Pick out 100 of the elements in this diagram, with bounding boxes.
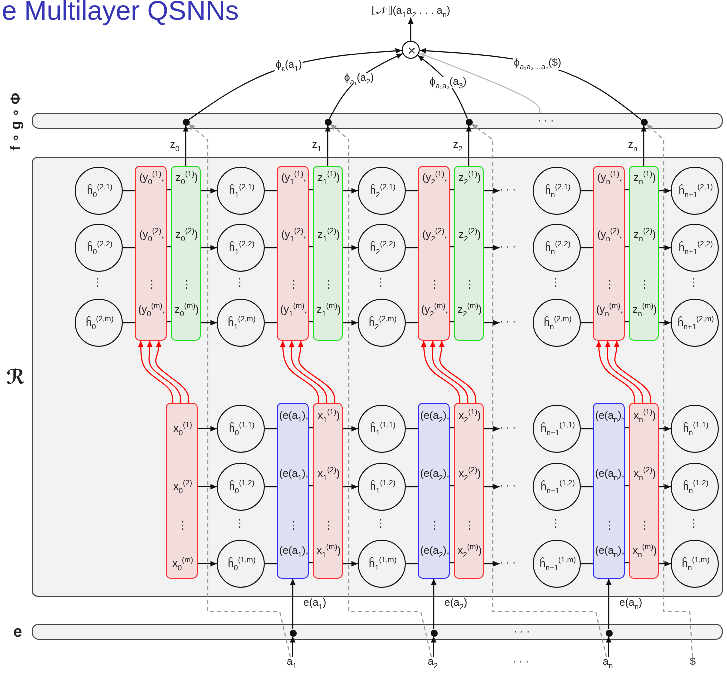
vector-entry: (y$_{n}$$^{(2)}$, (597, 230, 623, 242)
line (450, 189, 454, 191)
vector-entry: (e(a$_{2}$), (420, 469, 450, 481)
line (450, 427, 454, 429)
state-circle (533, 405, 581, 453)
line (625, 485, 629, 487)
arrow (419, 52, 541, 113)
output-label: ⟦𝒩⟧(a$_{1}$a$_{2}$ . . . a$_{n}$) (372, 6, 450, 18)
state-circle (75, 167, 123, 215)
ellipsis: · · · (538, 116, 554, 128)
arrow (614, 341, 652, 403)
dashed-arrow (471, 124, 608, 658)
state-circle (217, 167, 265, 215)
junction-dot (640, 118, 648, 126)
line (406, 322, 418, 324)
arrow (343, 320, 358, 326)
vertical-ellipsis: ⋮ (324, 521, 334, 533)
state-circle (671, 463, 719, 511)
vector-column (313, 166, 343, 341)
vertical-ellipsis: ⋮ (178, 521, 188, 533)
arrow (201, 188, 217, 194)
ellipsis: · · · (500, 481, 516, 493)
ellipsis: ⋮ (234, 519, 246, 531)
line (581, 428, 593, 430)
junction-dot (324, 118, 332, 126)
vector-column (593, 166, 625, 341)
edge-label: z$_{2}$ (452, 140, 464, 152)
edge-label: z$_{0}$ (169, 140, 181, 152)
title: e Multilayer QSNNs (2, 0, 240, 27)
junction-dot (182, 118, 190, 126)
state-circle (533, 299, 581, 347)
vector-entry: (y$_{n}$$^{(1)}$, (597, 173, 623, 185)
edge-label: ϕ$_{a₁}$(a$_{2}$) (343, 72, 376, 84)
vector-column (454, 166, 484, 341)
vertical-ellipsis: ⋮ (604, 280, 616, 292)
arrow (596, 341, 636, 403)
line (581, 486, 593, 488)
line (309, 189, 313, 191)
vertical-ellipsis: ⋮ (604, 521, 616, 533)
line (406, 428, 418, 430)
ellipsis: · · · (512, 657, 530, 669)
ellipsis: · · · (500, 558, 516, 570)
product-node (402, 41, 420, 59)
ellipsis: · · · (500, 317, 516, 329)
line (265, 486, 277, 488)
junction-dot (430, 630, 438, 636)
arrow (605, 341, 644, 403)
state-circle (75, 299, 123, 347)
vector-entry: z$_{1}$$^{(2)}$) (318, 230, 340, 242)
vector-entry: (y$_{n}$$^{(m)}$, (596, 305, 624, 317)
line (265, 247, 277, 249)
edge-label: ϕ$_{a₁a₂…aₙ}$($) (513, 58, 562, 70)
vector-entry: z$_{2}$$^{(1)}$) (458, 173, 482, 185)
vector-entry: (y$_{2}$$^{(2)}$, (422, 230, 448, 242)
vector-column (418, 166, 450, 341)
state-circle (533, 463, 581, 511)
arrow (343, 188, 358, 194)
vector-entry: (y$_{2}$$^{(m)}$, (421, 305, 449, 317)
vector-entry: (y$_{1}$$^{(m)}$, (280, 305, 308, 317)
vector-entry: x$_{n}$$^{(1)}$) (634, 411, 656, 423)
layer-label: f ∘ g ∘ Φ (8, 93, 24, 151)
arrow (606, 636, 612, 658)
ellipsis: · · · (500, 185, 516, 197)
line (309, 321, 313, 323)
line (309, 562, 313, 564)
vector-column (313, 403, 343, 579)
state-circle (533, 540, 581, 588)
line (450, 321, 454, 323)
line (450, 562, 454, 564)
vertical-ellipsis: ⋮ (182, 280, 192, 292)
vector-column (277, 403, 309, 579)
line (309, 485, 313, 487)
line (625, 562, 629, 564)
line (450, 485, 454, 487)
arrow (201, 320, 217, 326)
vector-entry: (e(a$_{n}$), (595, 411, 625, 423)
ellipsis: ⋮ (234, 278, 246, 290)
vector-entry: z$_{n}$$^{(2)}$) (634, 230, 656, 242)
arrow (198, 426, 217, 432)
arrow (484, 188, 500, 194)
ellipsis: ⋮ (688, 278, 700, 290)
vector-entry: (e(a$_{2}$), (420, 411, 450, 423)
dashed-arrow (330, 124, 432, 658)
vector-column (171, 166, 201, 341)
line (406, 247, 418, 249)
state-circle (671, 405, 719, 453)
edge-label: e(a$_{2}$) (444, 598, 468, 610)
arrow (659, 426, 671, 432)
arrow (156, 341, 190, 403)
vector-entry: x$_{1}$$^{(1)}$) (318, 411, 340, 423)
arrow (431, 636, 437, 658)
vector-column (277, 166, 309, 341)
vector-entry: z$_{1}$$^{(m)}$) (316, 305, 342, 317)
state-circle (217, 540, 265, 588)
edge-label: z$_{n}$ (627, 140, 639, 152)
vertical-ellipsis: ⋮ (464, 280, 476, 292)
line (625, 189, 629, 191)
vector-entry: (e(a$_{n}$), (595, 546, 625, 558)
arrow (439, 341, 477, 403)
vertical-ellipsis: ⋮ (640, 280, 650, 292)
